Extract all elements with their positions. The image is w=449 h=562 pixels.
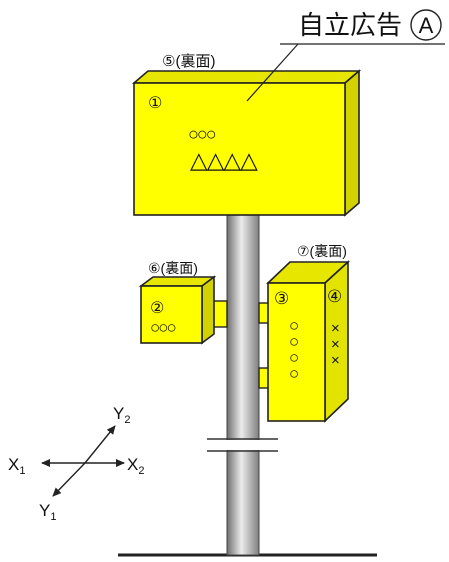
- leader-line: [246, 43, 299, 102]
- axis-diagram: X1 X2 Y2 Y1: [8, 404, 144, 523]
- label-right-circle-4: ○: [289, 364, 299, 383]
- title-text: 自立広告: [298, 10, 402, 40]
- pole-break-mark: [207, 438, 278, 452]
- label-right-cross-3: ×: [331, 352, 340, 369]
- label-right-box-side-number: ④: [327, 287, 342, 306]
- left-box: [138, 275, 217, 345]
- label-right-cross-1: ×: [331, 320, 340, 337]
- label-right-circle-1: ○: [289, 316, 299, 335]
- label-right-box-back: ⑦(裏面): [297, 243, 347, 259]
- label-right-circle-2: ○: [289, 332, 299, 351]
- sign-top-face: [131, 70, 362, 84]
- title-circle: [410, 9, 442, 41]
- label-right-circle-3: ○: [289, 348, 299, 367]
- y-axis-arrow-up: [84, 425, 116, 464]
- title-circled-letter: A: [419, 13, 434, 38]
- axis-label-x2: X2: [127, 455, 144, 477]
- label-left-box-back: ⑥(裏面): [148, 260, 198, 276]
- sign-side-face: [344, 69, 360, 217]
- label-left-box-number: ②: [150, 300, 164, 317]
- label-sign-back: ⑤(裏面): [162, 52, 215, 70]
- label-sign-number: ①: [148, 95, 162, 112]
- right-box: [266, 260, 351, 423]
- sign-front-face: [133, 82, 346, 216]
- axis-label-y1: Y1: [39, 501, 56, 523]
- axis-label-x1: X1: [8, 455, 25, 477]
- label-right-cross-2: ×: [331, 336, 340, 353]
- sign-board: [131, 69, 362, 217]
- y-axis-arrow-down: [52, 462, 86, 497]
- label-sign-triangles: △△△△: [190, 147, 258, 173]
- label-sign-circles: ○○○: [188, 124, 215, 144]
- label-right-box-front-number: ③: [274, 289, 289, 308]
- label-left-box-circles: ○○○: [150, 318, 176, 337]
- pole: [226, 204, 260, 556]
- axis-label-y2: Y2: [113, 404, 130, 426]
